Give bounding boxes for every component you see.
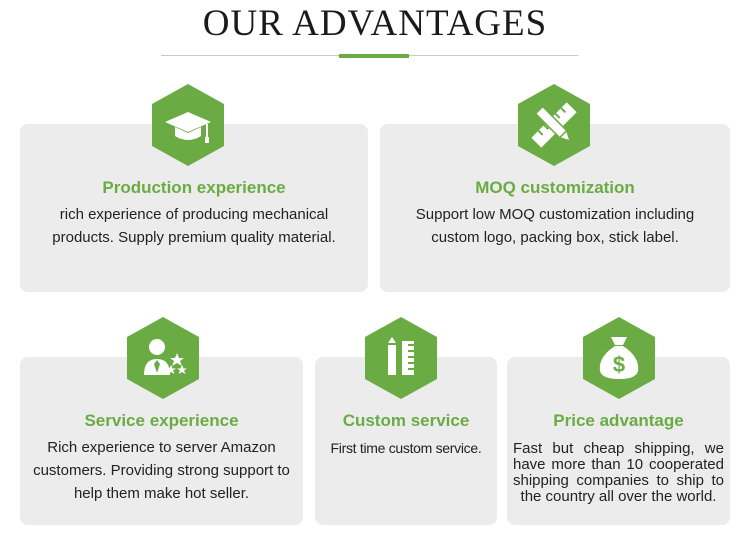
card-title: Custom service <box>342 411 470 430</box>
card-service-experience: Service experience Rich experience to se… <box>20 357 303 525</box>
money-bag-icon: $ <box>580 315 658 401</box>
card-description: Support low MOQ customization including … <box>415 206 695 246</box>
card-description: rich experience of producing mechanical … <box>52 206 336 246</box>
user-stars-icon <box>124 315 202 401</box>
graduation-cap-icon <box>149 82 227 168</box>
pencil-ruler-icon <box>515 82 593 168</box>
svg-text:$: $ <box>613 352 625 377</box>
card-title: Service experience <box>84 411 239 430</box>
card-title: MOQ customization <box>475 178 635 197</box>
card-description: Fast but cheap shipping, we have more th… <box>513 440 724 505</box>
card-title: Production experience <box>102 178 286 197</box>
tools-icon <box>362 315 440 401</box>
title-divider-accent <box>339 54 409 58</box>
card-title: Price advantage <box>553 411 684 430</box>
card-description: Rich experience to server Amazon custome… <box>33 439 290 502</box>
page-title: OUR ADVANTAGES <box>202 3 548 44</box>
card-production-experience: Production experience rich experience of… <box>20 124 368 292</box>
card-description: First time custom service. <box>330 440 482 456</box>
